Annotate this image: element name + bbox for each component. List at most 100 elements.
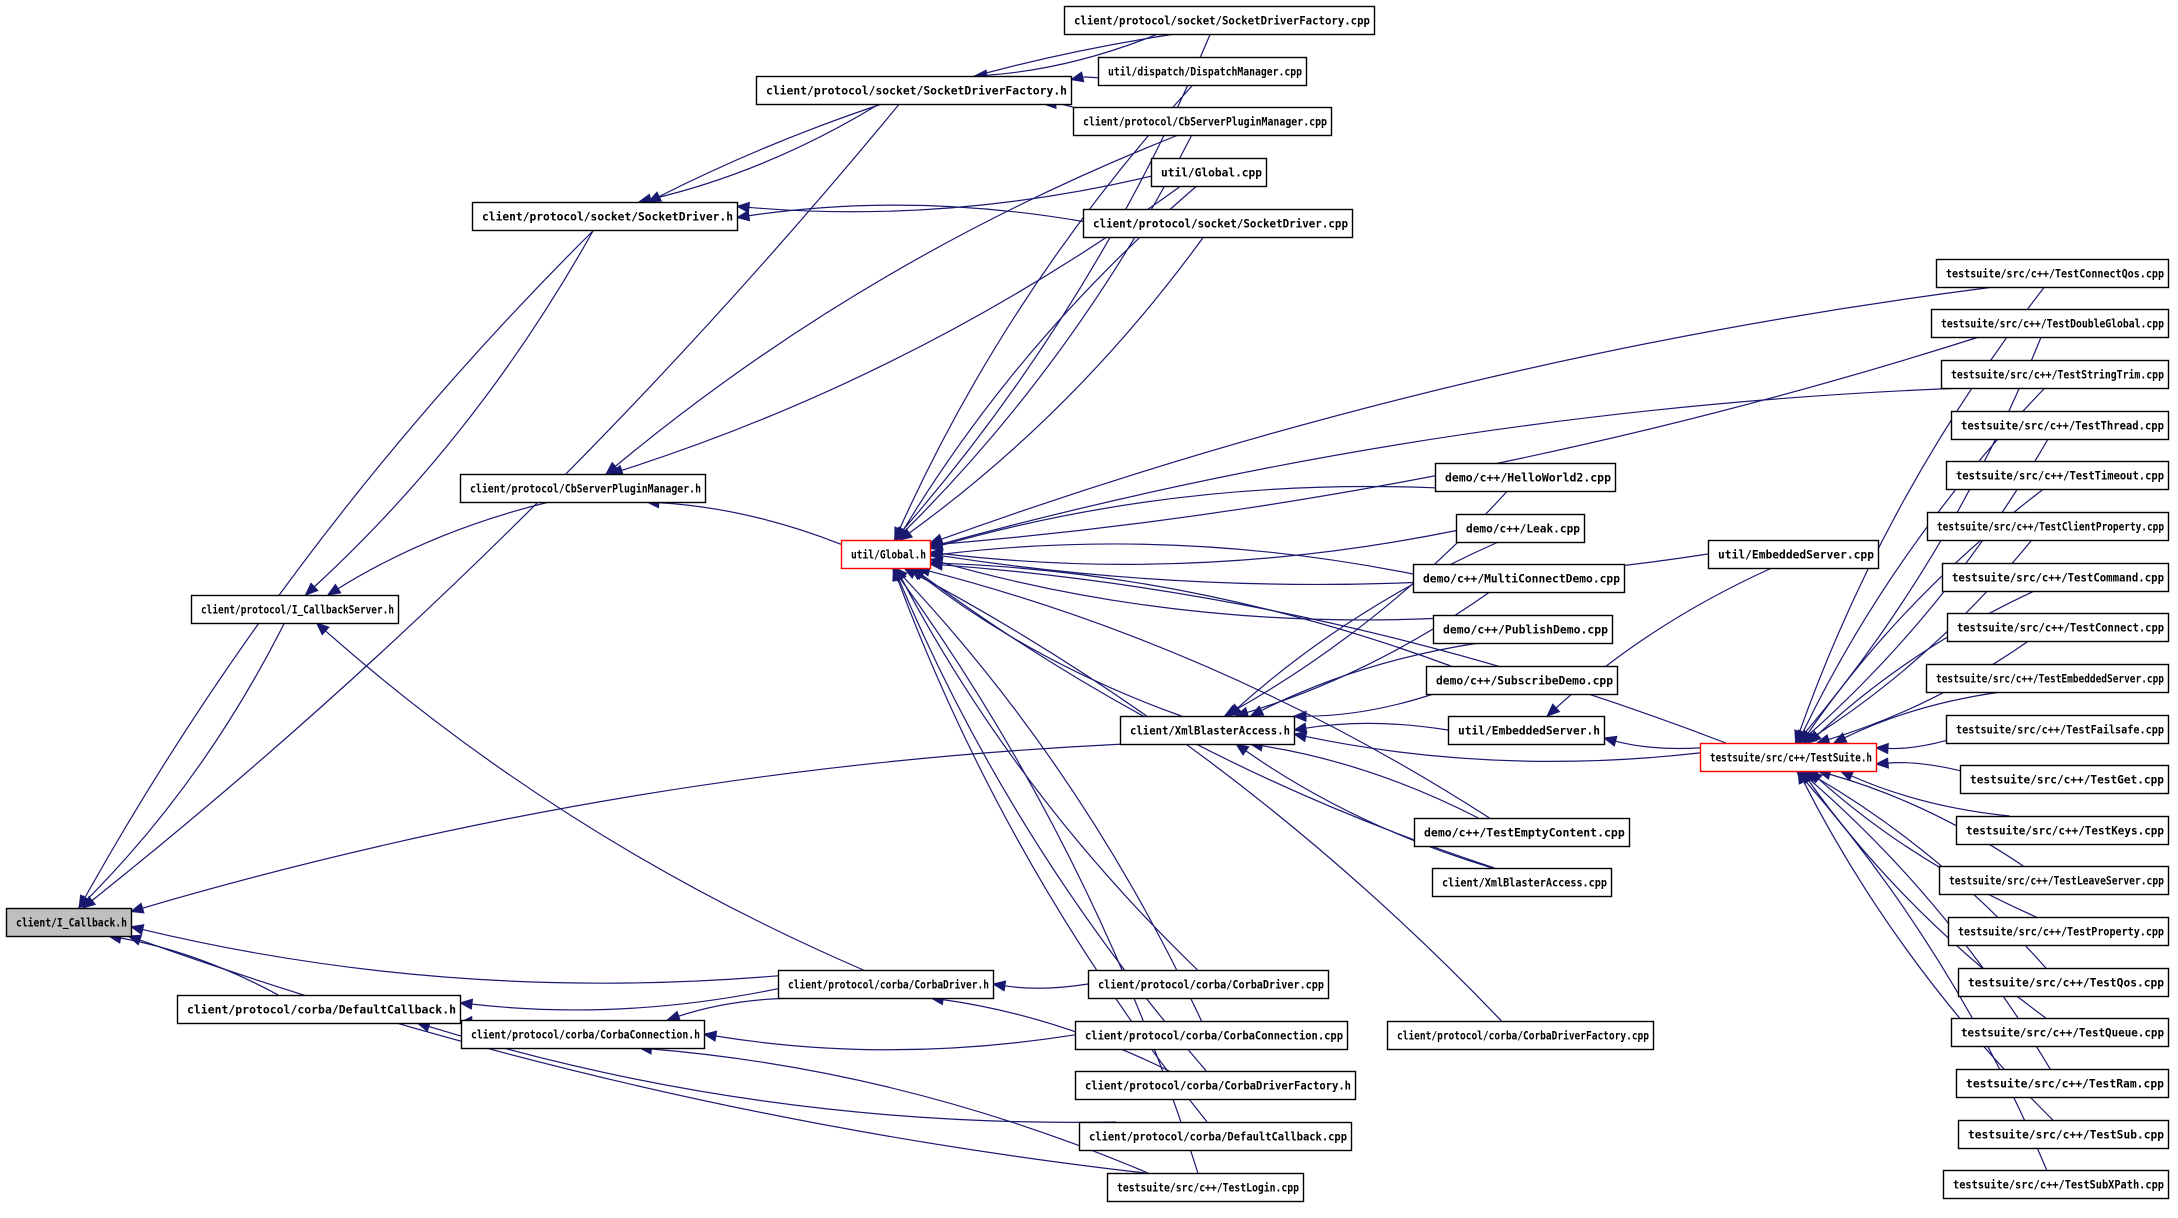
node-helloworld2-cpp[interactable]: demo/c++/HelloWorld2.cpp (1434, 462, 1617, 493)
dependency-edge (657, 502, 842, 545)
node-testkeys-cpp[interactable]: testsuite/src/c++/TestKeys.cpp (1955, 815, 2170, 846)
node-socketdriver-h[interactable]: client/protocol/socket/SocketDriver.h (471, 201, 739, 232)
node-global-h[interactable]: util/Global.h (840, 539, 932, 570)
edge-layer (77, 33, 2054, 1174)
dependency-edge (649, 103, 880, 201)
node-corbadriver-h[interactable]: client/protocol/corba/CorbaDriver.h (777, 969, 995, 1000)
node-box (1425, 665, 1619, 696)
dependency-edge (1260, 745, 1479, 819)
node-testlogin-cpp[interactable]: testsuite/src/c++/TestLogin.cpp (1106, 1172, 1305, 1203)
node-testclientproperty-cpp[interactable]: testsuite/src/c++/TestClientProperty.cpp (1926, 511, 2170, 542)
edge-arrowhead (1874, 742, 1889, 755)
node-label: testsuite/src/c++/TestConnect.cpp (1957, 621, 2164, 635)
node-corbaconnection-cpp[interactable]: client/protocol/corba/CorbaConnection.cp… (1074, 1020, 1349, 1051)
dependency-edge (1304, 693, 1434, 717)
node-icallbackserver-h[interactable]: client/protocol/I_CallbackServer.h (190, 594, 400, 625)
node-label: client/XmlBlasterAccess.cpp (1442, 876, 1607, 890)
node-subscribedemo-cpp[interactable]: demo/c++/SubscribeDemo.cpp (1425, 665, 1619, 696)
node-box (1434, 462, 1617, 493)
dependency-edge (1304, 735, 1701, 762)
node-box (1097, 56, 1308, 87)
node-socketdriver-cpp[interactable]: client/protocol/socket/SocketDriver.cpp (1082, 208, 1354, 239)
node-multiconnectdemo-cpp[interactable]: demo/c++/MultiConnectDemo.cpp (1412, 563, 1626, 594)
edge-arrowhead (647, 191, 663, 203)
node-corbadriverfactory-h[interactable]: client/protocol/corba/CorbaDriverFactory… (1074, 1070, 1357, 1101)
node-label: demo/c++/MultiConnectDemo.cpp (1423, 572, 1620, 586)
node-label: client/protocol/CbServerPluginManager.h (470, 482, 701, 496)
node-label: demo/c++/SubscribeDemo.cpp (1436, 674, 1613, 688)
edge-arrowhead (1292, 710, 1307, 722)
node-embeddedserver-cpp[interactable]: util/EmbeddedServer.cpp (1707, 539, 1880, 570)
node-label: testsuite/src/c++/TestProperty.cpp (1958, 925, 2164, 939)
node-box (755, 75, 1073, 106)
node-box (190, 594, 400, 625)
dependency-edge (940, 286, 1994, 541)
node-defaultcallback-cpp[interactable]: client/protocol/corba/DefaultCallback.cp… (1078, 1121, 1353, 1152)
node-testdoubleglobal-cpp[interactable]: testsuite/src/c++/TestDoubleGlobal.cpp (1930, 308, 2170, 339)
dependency-edge (141, 928, 779, 984)
edge-arrowhead (1292, 730, 1308, 743)
dependency-edge (324, 629, 864, 971)
node-global-cpp[interactable]: util/Global.cpp (1150, 157, 1268, 188)
node-testtimeout-cpp[interactable]: testsuite/src/c++/TestTimeout.cpp (1945, 460, 2170, 491)
edge-arrowhead (891, 566, 905, 582)
dependency-edge (470, 988, 779, 1011)
node-label: testsuite/src/c++/TestGet.cpp (1970, 773, 2164, 787)
node-box (1945, 714, 2170, 745)
node-box (1926, 511, 2170, 542)
dependency-edge (940, 336, 1980, 545)
node-socketdriverfactory-h[interactable]: client/protocol/socket/SocketDriverFacto… (755, 75, 1073, 106)
node-defaultcallback-h[interactable]: client/protocol/corba/DefaultCallback.h (176, 994, 462, 1025)
node-socketdriverfactory-cpp[interactable]: client/protocol/socket/SocketDriverFacto… (1063, 5, 1376, 36)
node-testqos-cpp[interactable]: testsuite/src/c++/TestQos.cpp (1957, 967, 2170, 998)
node-testqueue-cpp[interactable]: testsuite/src/c++/TestQueue.cpp (1950, 1017, 2170, 1048)
node-cbserverpluginmanager-h[interactable]: client/protocol/CbServerPluginManager.h (459, 473, 707, 504)
node-xmlblasteraccess-cpp[interactable]: client/XmlBlasterAccess.cpp (1431, 867, 1613, 898)
node-label: client/protocol/corba/DefaultCallback.cp… (1089, 1130, 1347, 1144)
node-testram-cpp[interactable]: testsuite/src/c++/TestRam.cpp (1955, 1068, 2170, 1099)
dependency-edge (928, 570, 1490, 819)
dependency-edge (1260, 642, 1479, 712)
node-corbaconnection-h[interactable]: client/protocol/corba/CorbaConnection.h (460, 1019, 706, 1050)
dependency-edge (1304, 722, 1449, 731)
node-testfailsafe-cpp[interactable]: testsuite/src/c++/TestFailsafe.cpp (1945, 714, 2170, 745)
node-label: util/dispatch/DispatchManager.cpp (1108, 65, 1302, 79)
node-label: util/EmbeddedServer.cpp (1718, 548, 1874, 562)
dependency-edge (985, 33, 1159, 76)
node-box (1072, 106, 1333, 137)
node-xmlblasteraccess-h[interactable]: client/XmlBlasterAccess.h (1119, 715, 1296, 746)
node-testproperty-cpp[interactable]: testsuite/src/c++/TestProperty.cpp (1947, 916, 2170, 947)
node-publishdemo-cpp[interactable]: demo/c++/PublishDemo.cpp (1432, 614, 1614, 645)
node-testleaveserver-cpp[interactable]: testsuite/src/c++/TestLeaveServer.cpp (1938, 865, 2170, 896)
node-box (1935, 258, 2170, 289)
edge-arrowhead (666, 1010, 682, 1022)
node-testconnectqos-cpp[interactable]: testsuite/src/c++/TestConnectQos.cpp (1935, 258, 2170, 289)
node-icallback[interactable]: client/I_Callback.h (5, 907, 133, 938)
edge-arrowhead (1602, 735, 1618, 747)
node-testsuite-h[interactable]: testsuite/src/c++/TestSuite.h (1699, 742, 1878, 773)
edge-arrowhead (1807, 730, 1822, 744)
node-testemptycontent-cpp[interactable]: demo/c++/TestEmptyContent.cpp (1413, 817, 1631, 848)
node-corbadriverfactory-cpp[interactable]: client/protocol/corba/CorbaDriverFactory… (1386, 1020, 1655, 1051)
node-testcommand-cpp[interactable]: testsuite/src/c++/TestCommand.cpp (1941, 562, 2170, 593)
edge-arrowhead (129, 902, 145, 914)
node-testembeddedserver-cpp[interactable]: testsuite/src/c++/TestEmbeddedServer.cpp (1925, 663, 2170, 694)
node-corbadriver-cpp[interactable]: client/protocol/corba/CorbaDriver.cpp (1087, 969, 1330, 1000)
node-testget-cpp[interactable]: testsuite/src/c++/TestGet.cpp (1959, 764, 2170, 795)
node-embeddedserver-h[interactable]: util/EmbeddedServer.h (1447, 715, 1606, 746)
node-teststringtrim-cpp[interactable]: testsuite/src/c++/TestStringTrim.cpp (1940, 359, 2170, 390)
edge-arrowhead (735, 201, 750, 214)
node-leak-cpp[interactable]: demo/c++/Leak.cpp (1455, 513, 1586, 544)
dependency-edge (677, 997, 801, 1018)
node-testsubxpath-cpp[interactable]: testsuite/src/c++/TestSubXPath.cpp (1942, 1169, 2170, 1200)
node-box (1957, 1119, 2170, 1150)
edge-arrowhead (77, 895, 92, 909)
node-cbserverpluginmanager-cpp[interactable]: client/protocol/CbServerPluginManager.cp… (1072, 106, 1333, 137)
node-dispatchmanager-cpp[interactable]: util/dispatch/DispatchManager.cpp (1097, 56, 1308, 87)
node-testthread-cpp[interactable]: testsuite/src/c++/TestThread.cpp (1950, 410, 2170, 441)
node-testsub-cpp[interactable]: testsuite/src/c++/TestSub.cpp (1957, 1119, 2170, 1150)
node-box (777, 969, 995, 1000)
node-testconnect-cpp[interactable]: testsuite/src/c++/TestConnect.cpp (1946, 612, 2170, 643)
node-box (1942, 1169, 2170, 1200)
dependency-edge (90, 103, 900, 902)
